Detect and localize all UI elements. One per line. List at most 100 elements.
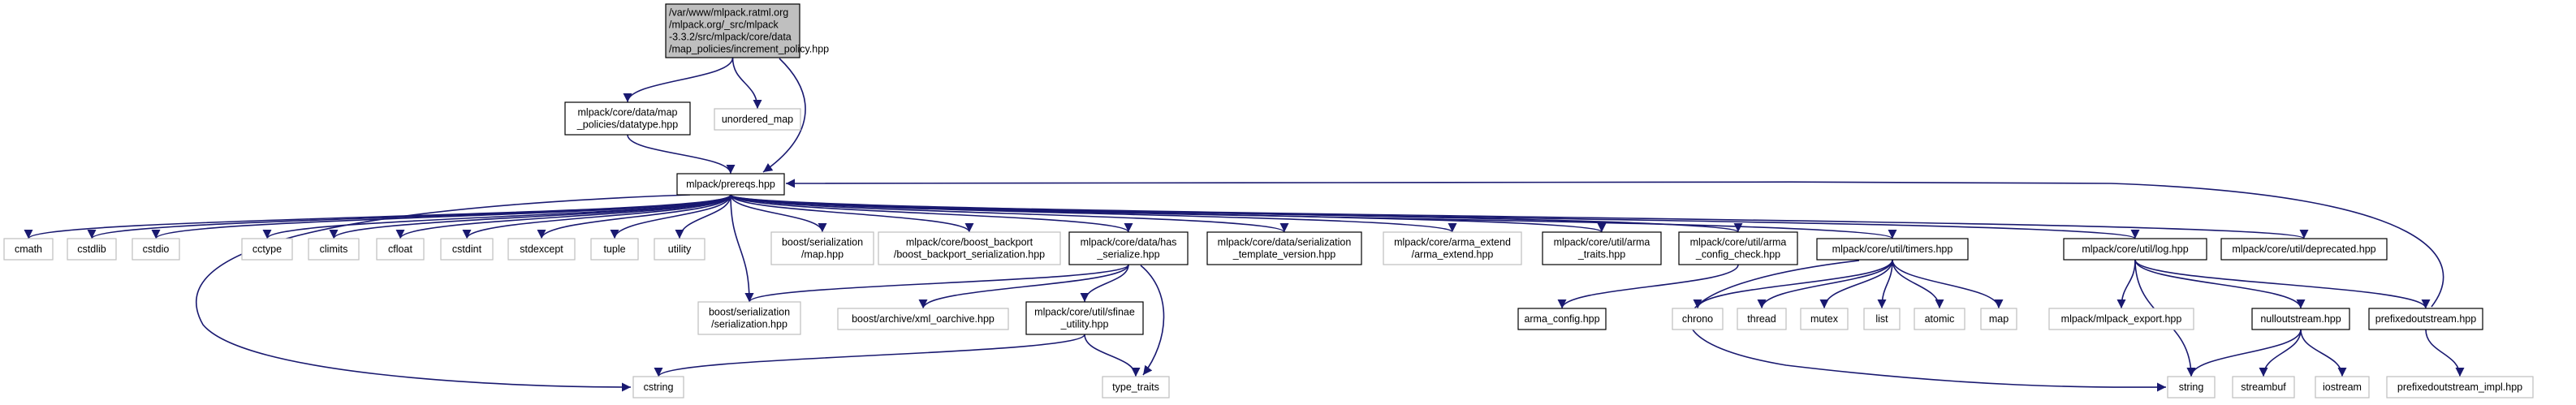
node-label-line: nulloutstream.hpp bbox=[2260, 313, 2341, 325]
node-label-line: boost/serialization bbox=[709, 307, 790, 318]
node-box bbox=[2167, 376, 2216, 399]
node-label-line: cstdint bbox=[452, 243, 482, 255]
node-arma_traits[interactable]: mlpack/core/util/arma_traits.hpp bbox=[1542, 231, 1662, 265]
node-box bbox=[3, 238, 54, 261]
node-map: map bbox=[1980, 308, 2017, 330]
node-box bbox=[2251, 308, 2350, 330]
node-deprecated[interactable]: mlpack/core/util/deprecated.hpp bbox=[2220, 238, 2388, 261]
node-box bbox=[1678, 231, 1798, 265]
node-label-line: string bbox=[2179, 381, 2204, 393]
node-label-line: mlpack/mlpack_export.hpp bbox=[2061, 313, 2182, 325]
edge-prereqs-to-cmath bbox=[24, 194, 731, 239]
node-nulloutstream[interactable]: nulloutstream.hpp bbox=[2251, 308, 2350, 330]
node-sfinae[interactable]: mlpack/core/util/sfinae_utility.hpp bbox=[1025, 301, 1144, 335]
node-label-line: /map.hpp bbox=[801, 249, 844, 261]
node-cmath: cmath bbox=[3, 238, 54, 261]
node-box bbox=[1025, 301, 1144, 335]
node-label-line: _traits.hpp bbox=[1577, 249, 1625, 261]
node-box bbox=[2386, 376, 2534, 399]
node-box bbox=[837, 308, 1009, 330]
node-arma_extend: mlpack/core/arma_extend/arma_extend.hpp bbox=[1383, 231, 1522, 265]
node-box bbox=[697, 301, 801, 335]
node-label-line: cstdlib bbox=[77, 243, 106, 255]
node-boost_backport: mlpack/core/boost_backport/boost_backpor… bbox=[878, 231, 1061, 265]
node-datatype[interactable]: mlpack/core/data/map_policies/datatype.h… bbox=[564, 101, 691, 136]
node-label-line: mlpack/core/data/map bbox=[578, 107, 678, 118]
node-cstdint: cstdint bbox=[440, 238, 494, 261]
edge-prereqs-to-climits bbox=[329, 194, 731, 239]
edge-prereqs-to-has_serialize bbox=[730, 194, 1133, 233]
node-box bbox=[676, 173, 785, 196]
edge-timers-to-map bbox=[1892, 259, 2004, 309]
node-box bbox=[67, 238, 117, 261]
edge-nulloutstream-to-streambuf bbox=[2259, 329, 2302, 377]
node-cstdio: cstdio bbox=[132, 238, 180, 261]
node-box bbox=[1737, 308, 1787, 330]
node-prefixedoutstream[interactable]: prefixedoutstream.hpp bbox=[2368, 308, 2483, 330]
node-iostream: iostream bbox=[2315, 376, 2370, 399]
node-box bbox=[714, 108, 801, 131]
node-label-line: map bbox=[1989, 313, 2009, 325]
node-box bbox=[1102, 376, 1170, 399]
node-label-line: tuple bbox=[603, 243, 625, 255]
node-box bbox=[2048, 308, 2194, 330]
node-label-line: /mlpack.org/_src/mlpack bbox=[669, 19, 779, 31]
node-label-line: climits bbox=[320, 243, 348, 255]
node-cstring: cstring bbox=[632, 376, 684, 399]
edge-has_serialize-to-type_traits bbox=[1140, 265, 1165, 376]
node-label-line: prefixedoutstream.hpp bbox=[2375, 313, 2476, 325]
node-label-line: /var/www/mlpack.ratml.org bbox=[669, 7, 788, 19]
node-ser_template[interactable]: mlpack/core/data/serialization_template_… bbox=[1206, 231, 1362, 265]
node-label-line: mlpack/core/util/deprecated.hpp bbox=[2232, 243, 2375, 255]
node-label-line: _template_version.hpp bbox=[1232, 249, 1336, 261]
node-arma_config[interactable]: arma_config.hpp bbox=[1517, 308, 1607, 330]
node-label-line: boost/archive/xml_oarchive.hpp bbox=[852, 313, 995, 325]
node-box bbox=[665, 3, 800, 58]
edge-timers-to-atomic bbox=[1892, 259, 1944, 309]
node-label-line: type_traits bbox=[1112, 381, 1159, 393]
node-arma_config_check[interactable]: mlpack/core/util/arma_config_check.hpp bbox=[1678, 231, 1798, 265]
edge-nulloutstream-to-string bbox=[2186, 329, 2302, 377]
node-label-line: _config_check.hpp bbox=[1695, 249, 1780, 261]
edge-sfinae-to-type_traits bbox=[1084, 334, 1141, 377]
node-cfloat: cfloat bbox=[376, 238, 425, 261]
node-label-line: /map_policies/increment_policy.hpp bbox=[669, 44, 829, 55]
edge-log-to-nulloutstream bbox=[2134, 259, 2306, 309]
node-mlpack_export: mlpack/mlpack_export.hpp bbox=[2048, 308, 2194, 330]
node-list: list bbox=[1863, 308, 1901, 330]
edge-prereqs-to-cstdint bbox=[462, 194, 731, 239]
edge-prereqs-to-bs_serialization bbox=[730, 194, 754, 303]
node-label-line: iostream bbox=[2323, 381, 2362, 393]
edge-sfinae-to-cstring bbox=[654, 334, 1085, 377]
node-box bbox=[2315, 376, 2370, 399]
node-stdexcept: stdexcept bbox=[507, 238, 576, 261]
node-box bbox=[2063, 238, 2207, 261]
edge-prefixedoutstream-to-prefixedoutstream_impl bbox=[2425, 329, 2465, 377]
node-unordered_map: unordered_map bbox=[714, 108, 801, 131]
edge-prereqs-to-ser_template bbox=[730, 194, 1289, 233]
node-label-line: mlpack/core/util/arma bbox=[1690, 237, 1787, 248]
node-label-line: _policies/datatype.hpp bbox=[576, 119, 678, 131]
node-label-line: cfloat bbox=[388, 243, 412, 255]
edge-timers-to-list bbox=[1877, 259, 1893, 309]
node-label-line: boost/serialization bbox=[782, 237, 863, 248]
node-timers[interactable]: mlpack/core/util/timers.hpp bbox=[1816, 238, 1969, 261]
node-label-line: stdexcept bbox=[520, 243, 563, 255]
node-climits: climits bbox=[308, 238, 360, 261]
node-log[interactable]: mlpack/core/util/log.hpp bbox=[2063, 238, 2207, 261]
node-has_serialize[interactable]: mlpack/core/data/has_serialize.hpp bbox=[1068, 231, 1189, 265]
node-prereqs[interactable]: mlpack/prereqs.hpp bbox=[676, 173, 785, 196]
edge-prereqs-to-tuple bbox=[610, 194, 731, 239]
node-box bbox=[241, 238, 293, 261]
node-xml_oarchive: boost/archive/xml_oarchive.hpp bbox=[837, 308, 1009, 330]
edge-nulloutstream-to-iostream bbox=[2300, 329, 2347, 377]
node-cctype: cctype bbox=[241, 238, 293, 261]
node-label-line: cmath bbox=[15, 243, 42, 255]
node-label-line: mlpack/core/util/arma bbox=[1554, 237, 1650, 248]
edge-timers-to-chrono bbox=[1693, 259, 1893, 309]
node-label-line: /arma_extend.hpp bbox=[1412, 249, 1494, 261]
edge-has_serialize-to-xml_oarchive bbox=[918, 264, 1129, 309]
node-label-line: mlpack/prereqs.hpp bbox=[686, 179, 775, 190]
node-label-line: atomic bbox=[1925, 313, 1955, 325]
node-root[interactable]: /var/www/mlpack.ratml.org/mlpack.org/_sr… bbox=[665, 3, 829, 58]
